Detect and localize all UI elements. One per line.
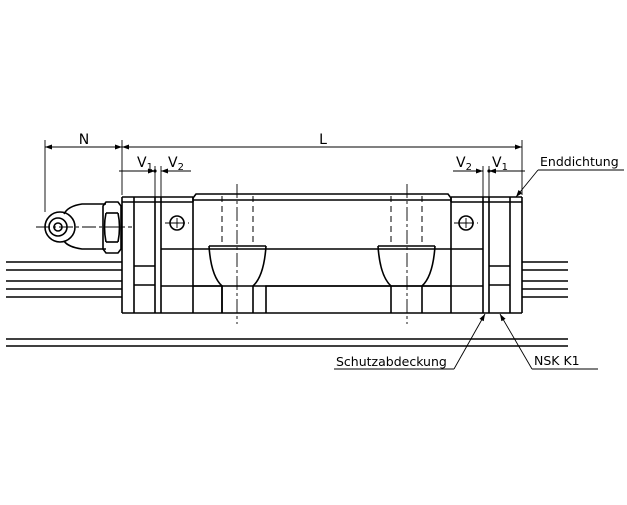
dimension-v-left: V1 V2 — [119, 155, 191, 197]
dimension-v2-left-label: V2 — [168, 155, 184, 173]
grease-nipple — [36, 201, 132, 254]
callout-end-seal-label: Enddichtung — [540, 154, 619, 169]
bolt-seat-left — [193, 184, 451, 324]
dimension-v2-right-label: V2 — [456, 155, 472, 173]
grease-hole-right — [454, 215, 478, 231]
carriage-block — [121, 193, 523, 314]
grease-hole-left — [165, 215, 189, 231]
dimension-l-label: L — [319, 132, 327, 148]
callout-protective-cover-label: Schutzabdeckung — [336, 354, 447, 369]
dimension-v1-right-label: V1 — [492, 155, 508, 173]
bolt-seat-right — [377, 184, 436, 324]
rail — [6, 261, 568, 298]
callout-end-seal: Enddichtung — [515, 154, 624, 198]
dimension-l: L — [122, 132, 523, 195]
callout-protective-cover: Schutzabdeckung — [334, 313, 486, 370]
dimension-n: N — [44, 132, 123, 212]
callout-lubrication-unit-label: NSK K1 — [534, 353, 580, 368]
rail-base — [6, 338, 568, 347]
dimension-n-label: N — [79, 132, 89, 148]
dimension-v1-left-label: V1 — [137, 155, 153, 173]
dimension-v-right: V2 V1 — [453, 155, 525, 197]
callout-lubrication-unit: NSK K1 — [499, 313, 598, 370]
